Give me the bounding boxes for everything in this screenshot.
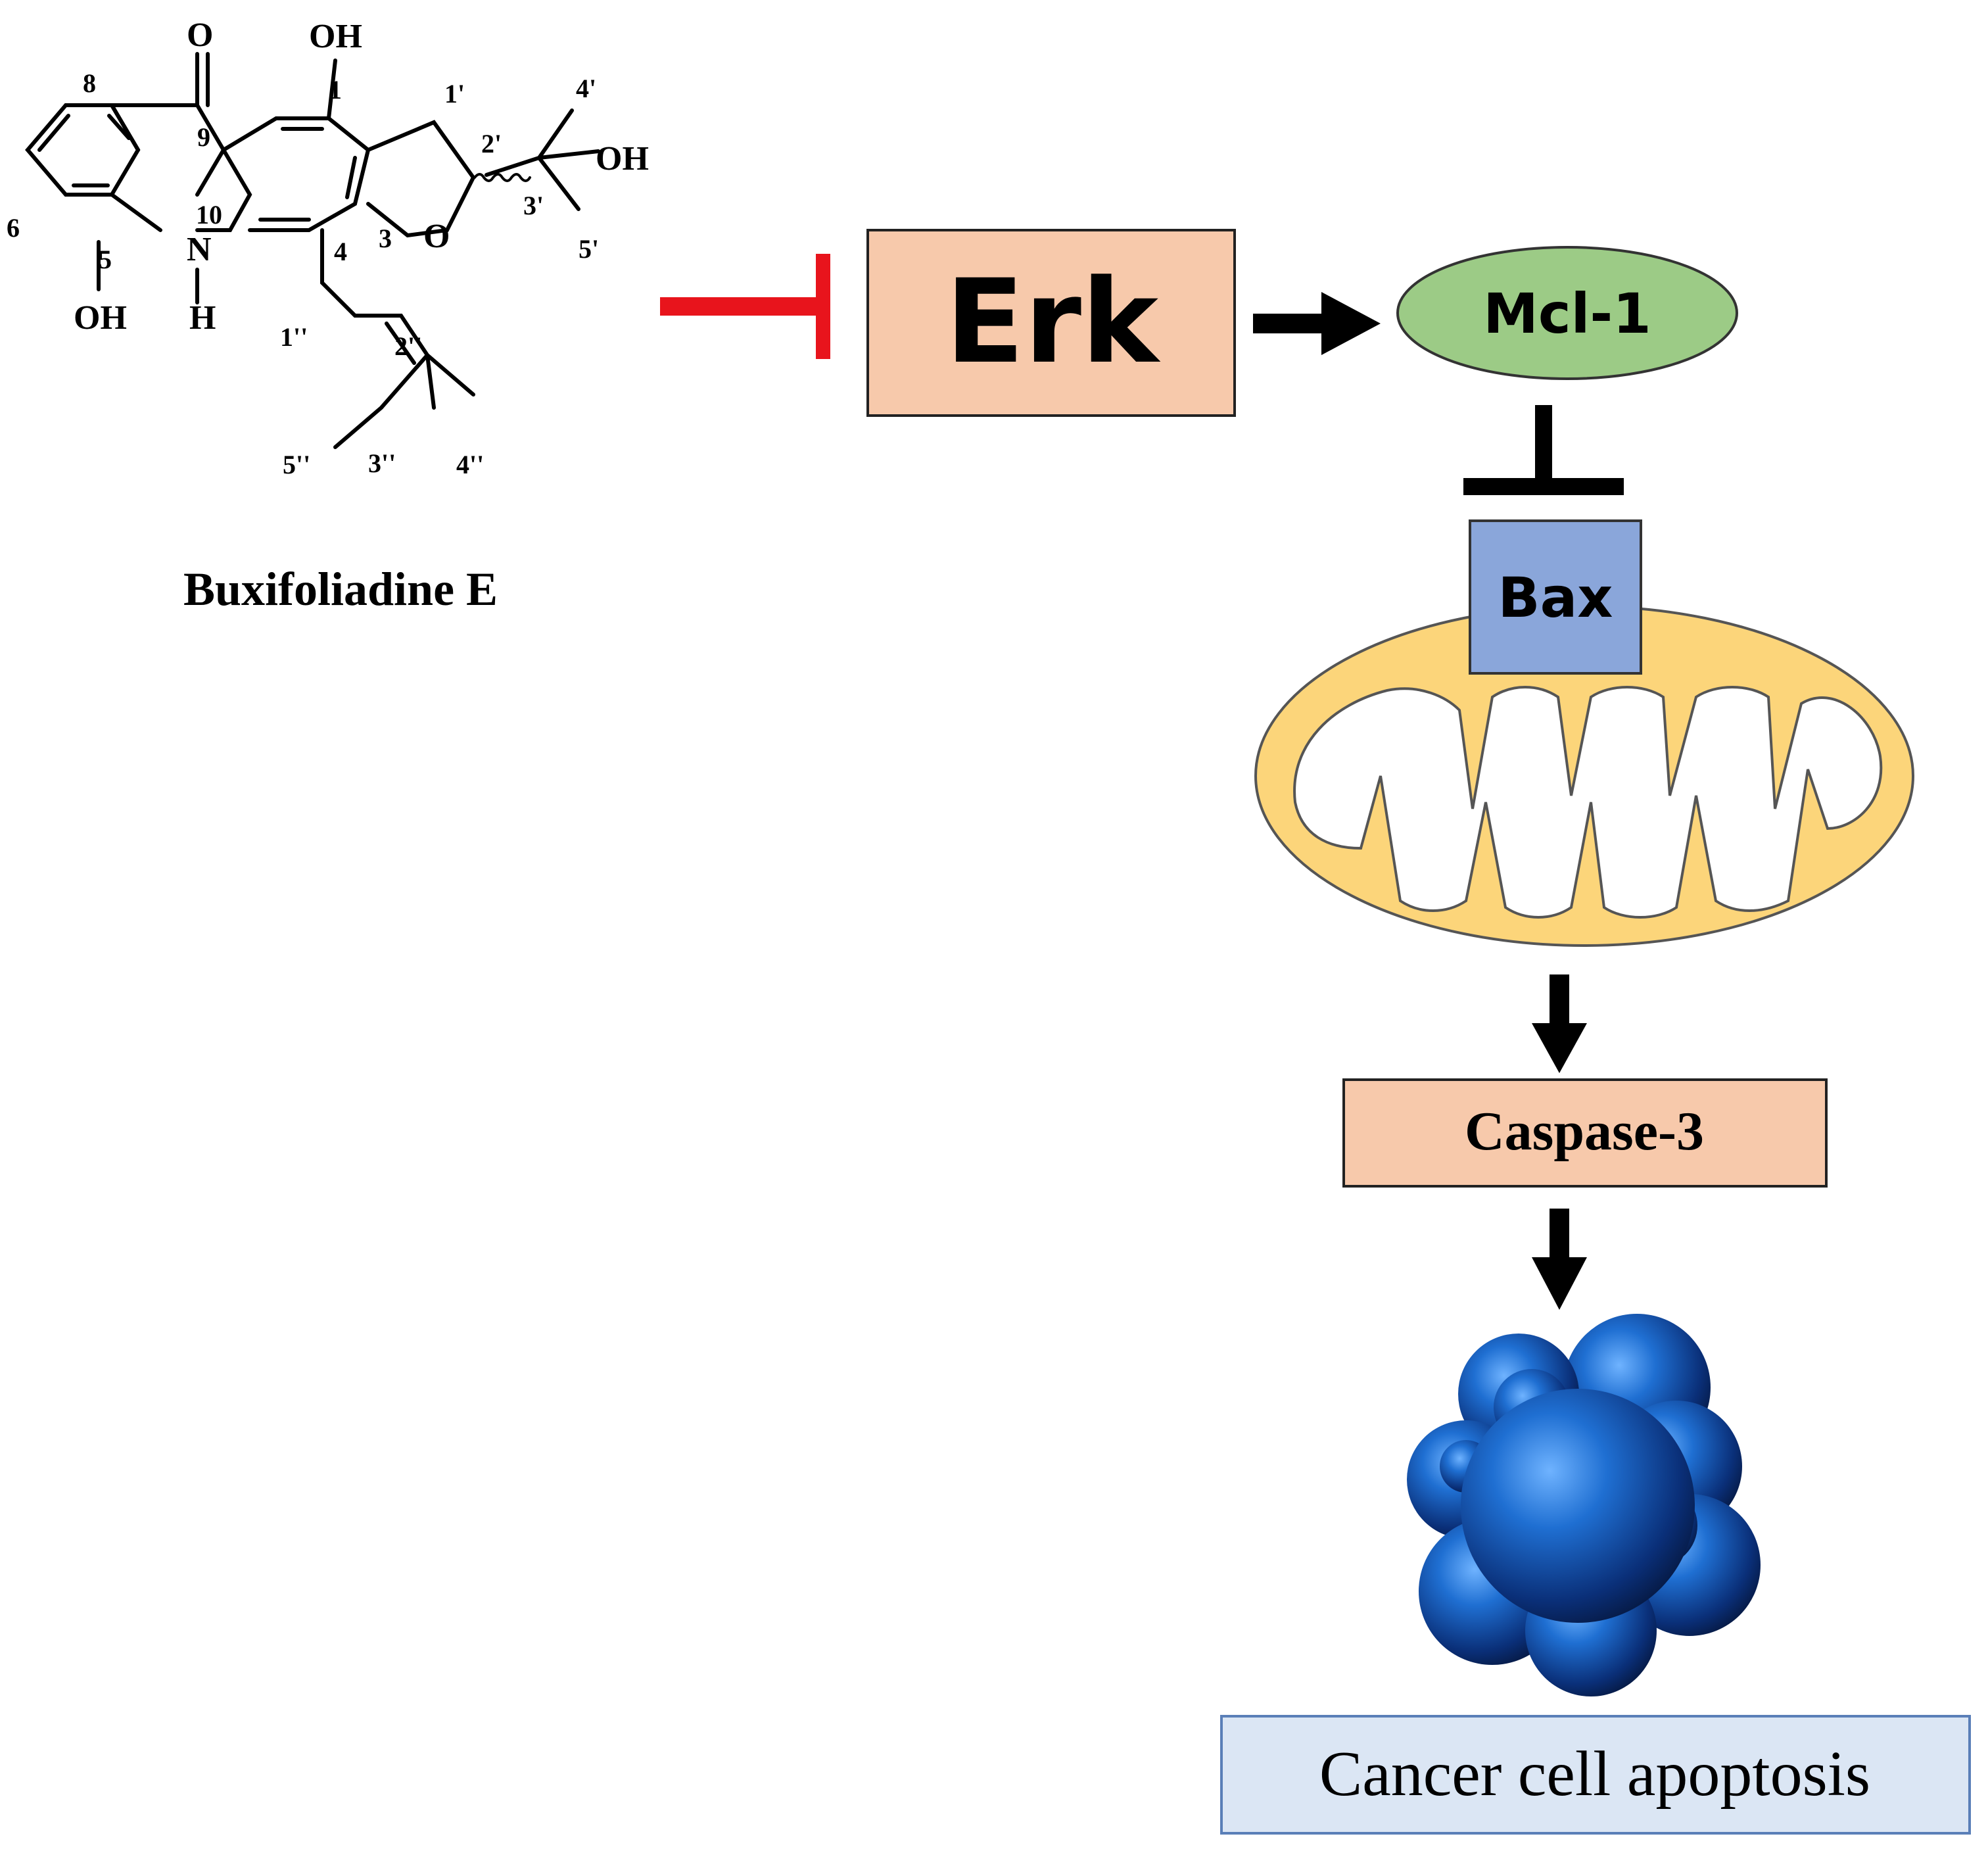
inhibition-mcl1-bax bbox=[1463, 405, 1624, 495]
ring-b-bonds bbox=[110, 103, 226, 197]
num-6: 6 bbox=[7, 213, 20, 243]
mcl1-node: Mcl-1 bbox=[1396, 246, 1738, 380]
ring-a-double bbox=[37, 114, 131, 187]
num-5pp: 5'' bbox=[283, 450, 310, 479]
molecule-name: Buxifoliadine E bbox=[183, 563, 498, 615]
num-5: 5 bbox=[99, 245, 112, 274]
ring-b-lower bbox=[110, 148, 252, 232]
molecule-structure bbox=[25, 52, 600, 449]
cancer-cell-cluster-icon bbox=[1407, 1314, 1761, 1696]
num-3pp: 3'' bbox=[368, 448, 396, 478]
erk-node: Erk bbox=[866, 229, 1236, 417]
bax-node: Bax bbox=[1469, 519, 1642, 675]
side-chain-3prime bbox=[485, 108, 600, 211]
erk-label: Erk bbox=[945, 254, 1161, 389]
mcl1-label: Mcl-1 bbox=[1483, 281, 1651, 346]
mitochondrion-cristae bbox=[1293, 686, 1883, 919]
outcome-label: Cancer cell apoptosis bbox=[1319, 1739, 1870, 1810]
num-4: 4 bbox=[334, 237, 347, 266]
num-1pp: 1'' bbox=[280, 322, 308, 352]
molecule-labels: O OH OH OH N H O 1 3 4 5 6 8 9 10 1' 2' … bbox=[7, 16, 649, 479]
atom-h: H bbox=[189, 299, 216, 337]
atom-oh-3prime: OH bbox=[596, 140, 649, 178]
atom-n: N bbox=[187, 231, 212, 268]
num-2pp: 2'' bbox=[394, 331, 422, 361]
caspase3-node: Caspase-3 bbox=[1342, 1078, 1828, 1188]
prenyl-chain bbox=[320, 228, 475, 449]
num-5p: 5' bbox=[579, 234, 599, 264]
num-3: 3 bbox=[379, 224, 392, 253]
atom-o-carbonyl: O bbox=[187, 16, 213, 54]
ring-c-double bbox=[258, 127, 357, 222]
bax-label: Bax bbox=[1498, 565, 1613, 630]
carbonyl-bond bbox=[195, 52, 210, 107]
num-8: 8 bbox=[83, 68, 96, 98]
furan-bonds bbox=[366, 120, 476, 238]
num-1: 1 bbox=[329, 75, 342, 105]
atom-oh-1: OH bbox=[309, 18, 362, 55]
num-4p: 4' bbox=[576, 74, 596, 103]
num-4pp: 4'' bbox=[456, 450, 484, 479]
num-10: 10 bbox=[196, 200, 222, 229]
atom-oh-5: OH bbox=[74, 299, 127, 337]
num-3p: 3' bbox=[523, 191, 544, 220]
ring-c-bonds bbox=[222, 116, 371, 232]
mitochondrion bbox=[1254, 605, 1914, 947]
caspase3-label: Caspase-3 bbox=[1465, 1101, 1704, 1162]
arrow-mito-to-caspase bbox=[1532, 974, 1587, 1073]
arrow-caspase-to-cell bbox=[1532, 1209, 1587, 1310]
atom-o-ring: O bbox=[423, 218, 450, 255]
arrow-erk-to-mcl1 bbox=[1253, 292, 1381, 355]
wavy-bond bbox=[473, 173, 531, 182]
c1-oh-bond bbox=[327, 59, 337, 120]
num-9: 9 bbox=[197, 122, 210, 152]
num-1p: 1' bbox=[444, 79, 465, 108]
num-2p: 2' bbox=[481, 129, 502, 158]
inhibition-arrow-red bbox=[660, 254, 830, 359]
outcome-node: Cancer cell apoptosis bbox=[1220, 1715, 1971, 1835]
